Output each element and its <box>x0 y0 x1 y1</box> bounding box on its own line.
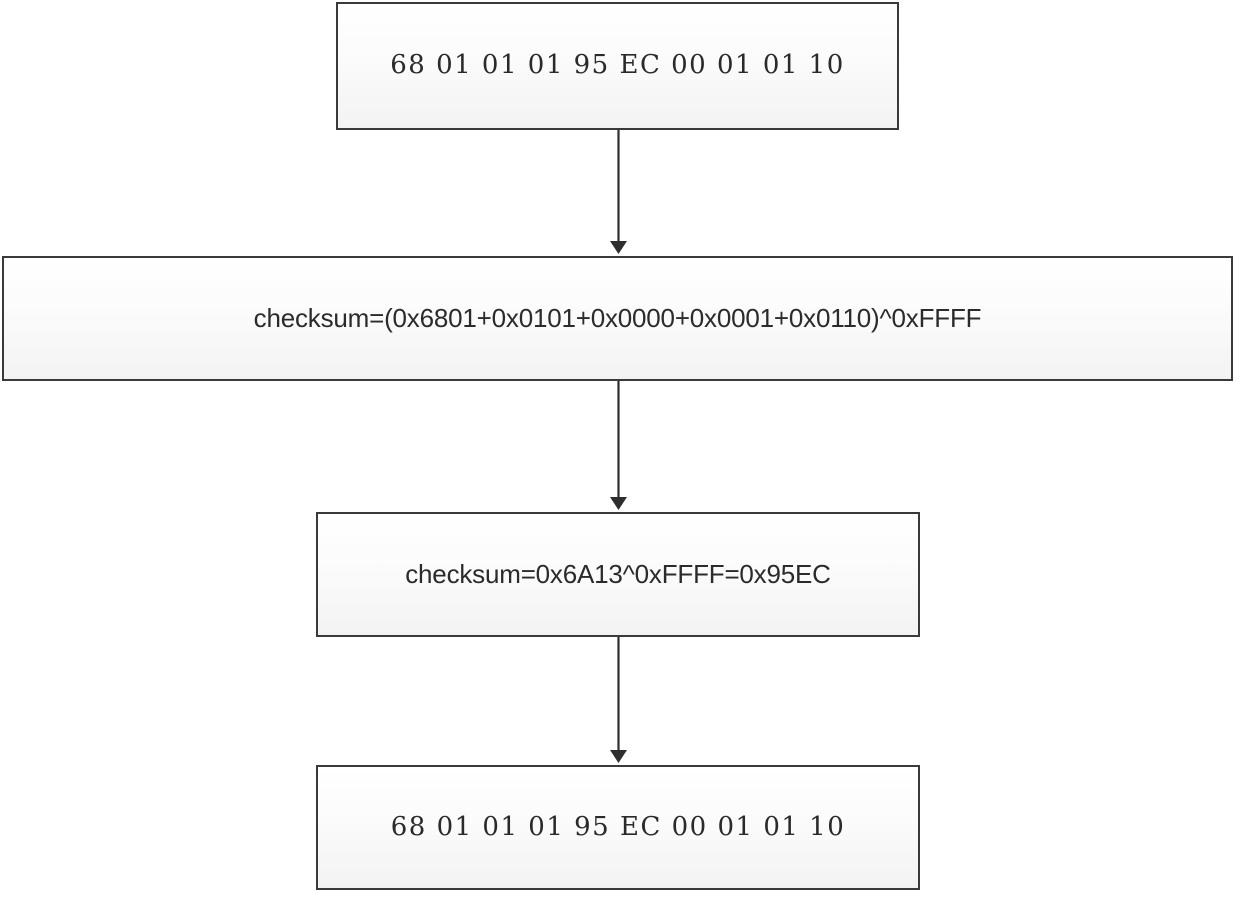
node-packet-in[interactable]: 68 01 01 01 95 EC 00 01 01 10 <box>336 2 899 130</box>
arrow-down-icon <box>609 130 627 254</box>
node-checksum-result[interactable]: checksum=0x6A13^0xFFFF=0x95EC <box>316 512 920 637</box>
node-checksum-expression-label: checksum=(0x6801+0x0101+0x0000+0x0001+0x… <box>253 302 982 333</box>
arrow-down-icon <box>609 381 627 510</box>
edge-result-to-packet-out <box>609 637 627 763</box>
node-packet-out-label: 68 01 01 01 95 EC 00 01 01 10 <box>390 811 846 842</box>
node-packet-in-label: 68 01 01 01 95 EC 00 01 01 10 <box>390 50 845 81</box>
arrow-down-icon <box>609 637 627 763</box>
edge-packet-in-to-expression <box>609 130 627 254</box>
node-checksum-expression[interactable]: checksum=(0x6801+0x0101+0x0000+0x0001+0x… <box>2 256 1233 381</box>
node-packet-out[interactable]: 68 01 01 01 95 EC 00 01 01 10 <box>316 765 920 890</box>
node-checksum-result-label: checksum=0x6A13^0xFFFF=0x95EC <box>405 558 831 589</box>
edge-expression-to-result <box>609 381 627 510</box>
